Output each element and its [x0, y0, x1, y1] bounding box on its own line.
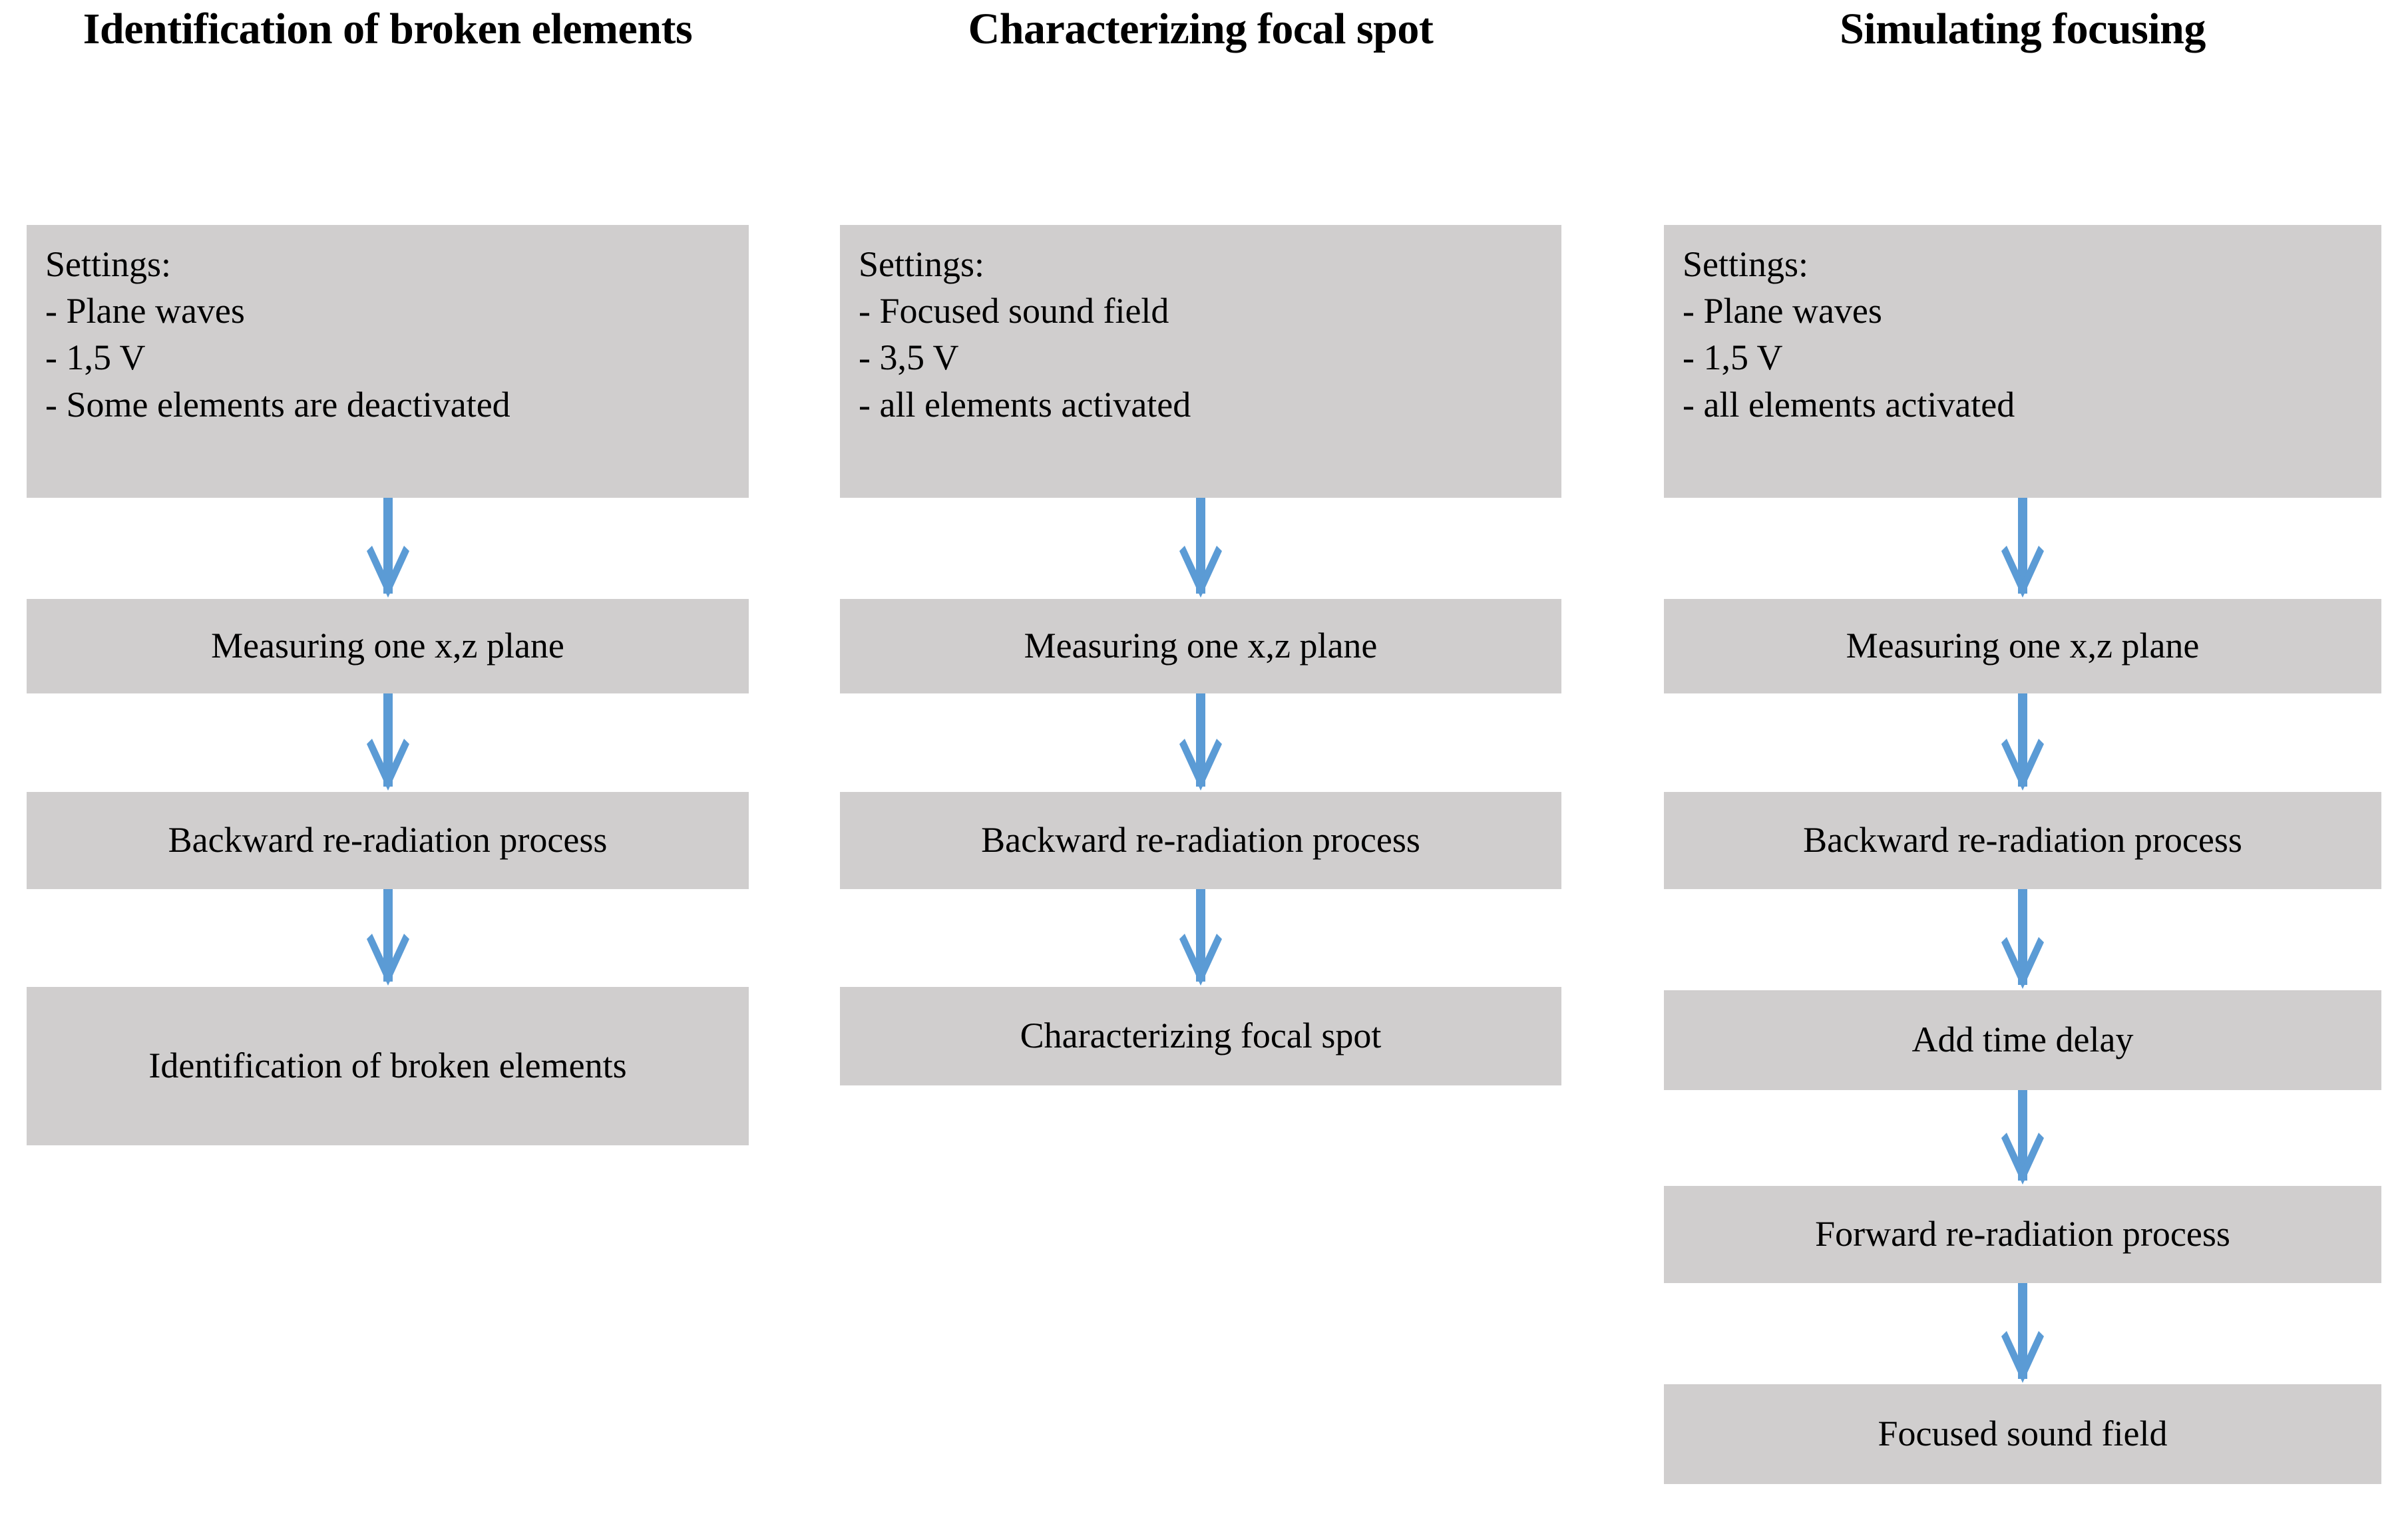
flow-arrow-down-2: [1177, 693, 1225, 791]
flow-arrow-down-3: [364, 889, 412, 986]
process-box-label: Backward re-radiation process: [168, 820, 608, 860]
settings-item: - all elements activated: [1683, 384, 2015, 425]
process-box-add-time-delay: Add time delay: [1664, 990, 2381, 1090]
process-box-backward-re-radiation: Backward re-radiation process: [1664, 792, 2381, 889]
flow-arrow-down-5: [1999, 1283, 2047, 1383]
settings-item: - 1,5 V: [1683, 337, 1783, 378]
settings-item: - Some elements are deactivated: [45, 384, 510, 425]
process-box-label: Measuring one x,z plane: [1846, 626, 2200, 666]
settings-list: Settings: - Focused sound field - 3,5 V - a…: [859, 241, 1561, 428]
settings-item: - 1,5 V: [45, 337, 146, 378]
settings-heading: Settings:: [45, 244, 172, 284]
column-title: Identification of broken elements: [83, 5, 693, 53]
process-box-measuring-plane: Measuring one x,z plane: [840, 599, 1561, 693]
process-box-label: Forward re-radiation process: [1815, 1214, 2230, 1254]
flow-arrow-down-3: [1177, 889, 1225, 986]
process-box-measuring-plane: Measuring one x,z plane: [27, 599, 749, 693]
process-box-label: Measuring one x,z plane: [211, 626, 564, 666]
settings-item: - Plane waves: [45, 291, 245, 331]
process-box-backward-re-radiation: Backward re-radiation process: [840, 792, 1561, 889]
settings-item: - all elements activated: [859, 384, 1191, 425]
flow-arrow-down-1: [364, 498, 412, 598]
settings-list: Settings: - Plane waves - 1,5 V - all eleme…: [1683, 241, 2381, 428]
process-box-label: Identification of broken elements: [148, 1045, 627, 1086]
process-box-label: Backward re-radiation process: [981, 820, 1420, 860]
process-box-measuring-plane: Measuring one x,z plane: [1664, 599, 2381, 693]
settings-box: Settings: - Focused sound field - 3,5 V - a…: [840, 225, 1561, 498]
flow-arrow-down-1: [1177, 498, 1225, 598]
process-box-label: Add time delay: [1911, 1020, 2134, 1060]
column-title: Simulating focusing: [1840, 5, 2206, 53]
process-box-label: Characterizing focal spot: [1020, 1016, 1382, 1056]
flow-arrow-down-4: [1999, 1090, 2047, 1185]
process-box-label: Focused sound field: [1878, 1414, 2168, 1454]
settings-heading: Settings:: [1683, 244, 1809, 284]
process-box-identification-result: Identification of broken elements: [27, 987, 749, 1145]
settings-list: Settings: - Plane waves - 1,5 V - Some elem…: [45, 241, 749, 428]
process-box-label: Backward re-radiation process: [1803, 820, 2242, 860]
settings-item: - Focused sound field: [859, 291, 1169, 331]
settings-box: Settings: - Plane waves - 1,5 V - Some elem…: [27, 225, 749, 498]
flow-arrow-down-2: [364, 693, 412, 791]
settings-item: - 3,5 V: [859, 337, 959, 378]
process-box-characterizing-result: Characterizing focal spot: [840, 987, 1561, 1085]
process-box-forward-re-radiation: Forward re-radiation process: [1664, 1186, 2381, 1283]
settings-heading: Settings:: [859, 244, 985, 284]
flow-arrow-down-1: [1999, 498, 2047, 598]
process-box-label: Measuring one x,z plane: [1024, 626, 1378, 666]
flow-arrow-down-2: [1999, 693, 2047, 791]
process-box-focused-sound-field: Focused sound field: [1664, 1384, 2381, 1484]
settings-item: - Plane waves: [1683, 291, 1882, 331]
settings-box: Settings: - Plane waves - 1,5 V - all eleme…: [1664, 225, 2381, 498]
column-title: Characterizing focal spot: [968, 5, 1434, 53]
flow-arrow-down-3: [1999, 889, 2047, 989]
process-box-backward-re-radiation: Backward re-radiation process: [27, 792, 749, 889]
